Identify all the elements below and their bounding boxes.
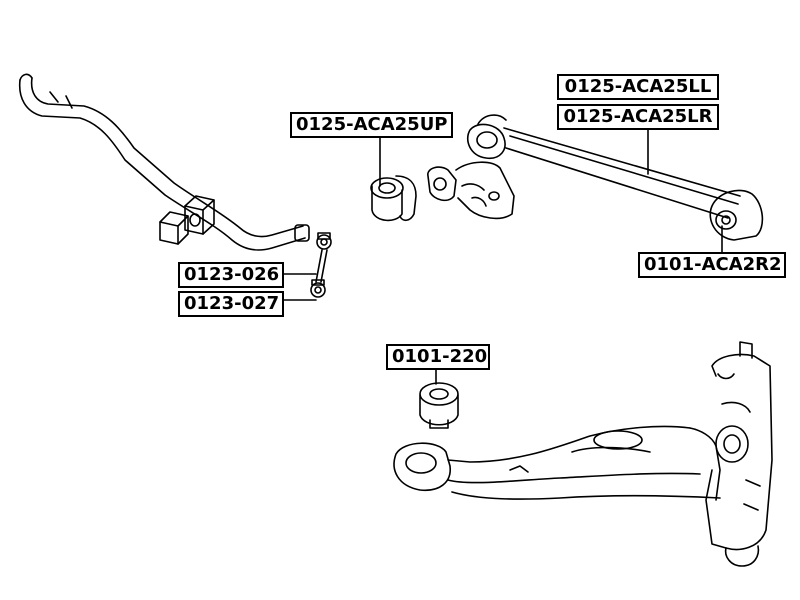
arm-bracket bbox=[427, 161, 515, 220]
lower-arm-bushing bbox=[419, 382, 459, 429]
label-0123-026: 0123-026 bbox=[178, 262, 284, 288]
label-0125-aca25lr: 0125-ACA25LR bbox=[557, 104, 719, 130]
label-0101-220: 0101-220 bbox=[386, 344, 490, 370]
stabilizer-bar bbox=[18, 73, 310, 251]
lower-control-arm bbox=[393, 425, 721, 501]
label-0125-aca25up: 0125-ACA25UP bbox=[290, 112, 453, 138]
label-0123-027: 0123-027 bbox=[178, 291, 284, 317]
stabilizer-link bbox=[310, 232, 332, 298]
label-0125-aca25ll: 0125-ACA25LL bbox=[557, 74, 719, 100]
knuckle bbox=[705, 341, 773, 567]
upper-arm-bushing bbox=[370, 175, 417, 222]
label-0101-aca2r2: 0101-ACA2R2 bbox=[638, 252, 786, 278]
stabilizer-bushing-pair bbox=[159, 195, 215, 245]
lateral-arm bbox=[466, 114, 764, 241]
leader-lines bbox=[282, 129, 723, 385]
